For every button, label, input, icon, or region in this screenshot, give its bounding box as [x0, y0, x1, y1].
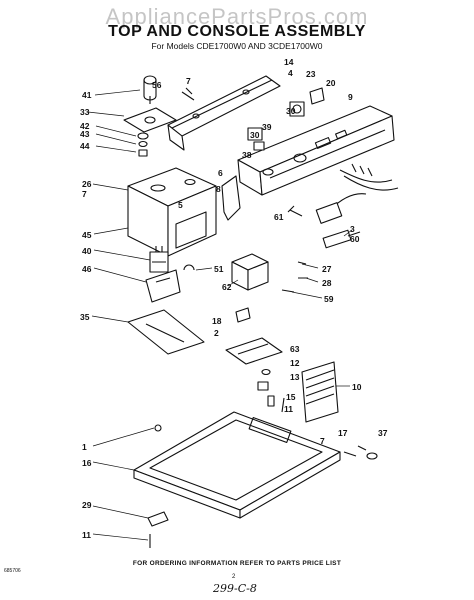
ordering-note: FOR ORDERING INFORMATION REFER TO PARTS … — [132, 560, 342, 567]
screw-bottom — [154, 424, 162, 432]
support-strip — [127, 309, 205, 355]
page-number: 2 — [232, 574, 236, 580]
callout-number: 45 — [82, 230, 92, 240]
callout-number: 23 — [306, 69, 316, 79]
callout-number: 30 — [286, 106, 296, 116]
callout-number: 38 — [242, 150, 252, 160]
screw — [181, 87, 195, 101]
callout-number: 37 — [378, 428, 388, 438]
screws-set — [281, 261, 308, 293]
callout-number: 11 — [82, 530, 91, 540]
console-strip — [167, 75, 281, 151]
top-panel — [133, 411, 341, 519]
washer — [137, 132, 149, 140]
callout-number: 27 — [322, 264, 332, 274]
callout-number: 30 — [250, 130, 260, 140]
bracket-plate — [123, 107, 177, 133]
callout-number: 61 — [274, 212, 284, 222]
hinge-clip — [147, 511, 169, 527]
figure-code: 685706 — [4, 568, 21, 574]
callout-number: 59 — [324, 294, 334, 304]
switch-lid — [257, 381, 269, 391]
knob — [143, 75, 157, 104]
diagram-subtitle: For Models CDE1700W0 AND 3CDE1700W0 — [151, 41, 323, 51]
clip — [138, 140, 148, 148]
callout-number: 6 — [218, 168, 223, 178]
callout-number: 13 — [290, 372, 300, 382]
callout-number: 17 — [338, 428, 348, 438]
callout-number: 16 — [82, 458, 92, 468]
callout-number: 2 — [214, 328, 219, 338]
callout-number: 29 — [82, 500, 92, 510]
callout-number: 11 — [284, 404, 293, 414]
watermark: AppliancePartsPros.com — [105, 4, 369, 29]
callout-number: 62 — [222, 282, 232, 292]
tray — [225, 337, 283, 365]
callout-number: 33 — [80, 107, 90, 117]
callout-number: 39 — [262, 122, 272, 132]
callout-number: 12 — [290, 358, 300, 368]
callout-number: 46 — [82, 264, 92, 274]
callout-number: 35 — [80, 312, 90, 322]
console-panel — [237, 105, 395, 196]
callout-number: 26 — [82, 179, 92, 189]
mounting-bracket — [145, 269, 181, 303]
plug — [322, 229, 361, 249]
screw — [287, 205, 303, 217]
end-bracket — [221, 175, 241, 221]
callout-number: 7 — [82, 189, 87, 199]
control-housing — [127, 167, 217, 257]
callout-number: 14 — [284, 57, 294, 67]
callout-number: 7 — [186, 76, 191, 86]
callout-number: 4 — [288, 68, 293, 78]
spring — [366, 452, 378, 460]
callout-number: 7 — [320, 436, 325, 446]
terminal-block — [231, 253, 269, 291]
callout-number: 5 — [178, 200, 183, 210]
callout-number: 28 — [322, 278, 332, 288]
pin — [281, 397, 285, 413]
callout-number: 40 — [82, 246, 92, 256]
callout-number: 42 — [80, 121, 90, 131]
callout-number: 60 — [350, 234, 360, 244]
callout-number: 8 — [216, 184, 221, 194]
callout-number: 3 — [350, 224, 355, 234]
handwritten-note: 299-C-8 — [213, 582, 257, 595]
clip-small — [183, 264, 195, 271]
callout-number: 44 — [80, 141, 90, 151]
lint-filter — [301, 361, 339, 423]
callout-number: 10 — [352, 382, 362, 392]
callout-number: 43 — [80, 129, 90, 139]
callout-number: 1 — [82, 442, 87, 452]
nut — [138, 149, 148, 157]
callout-number: 63 — [290, 344, 300, 354]
callout-number: 20 — [326, 78, 336, 88]
callout-number: 56 — [152, 80, 162, 90]
screw-right — [343, 445, 367, 457]
callout-number: 9 — [348, 92, 353, 102]
diagram-title: TOP AND CONSOLE ASSEMBLY — [108, 23, 366, 40]
callout-number: 51 — [214, 264, 224, 274]
switch-cluster — [247, 87, 325, 151]
callout-number: 18 — [212, 316, 222, 326]
grommet — [261, 368, 271, 376]
callout-number: 15 — [286, 392, 296, 402]
actuator — [267, 395, 275, 407]
wiring-harness — [315, 163, 399, 224]
callout-number: 41 — [82, 90, 92, 100]
label-plate — [235, 307, 251, 323]
